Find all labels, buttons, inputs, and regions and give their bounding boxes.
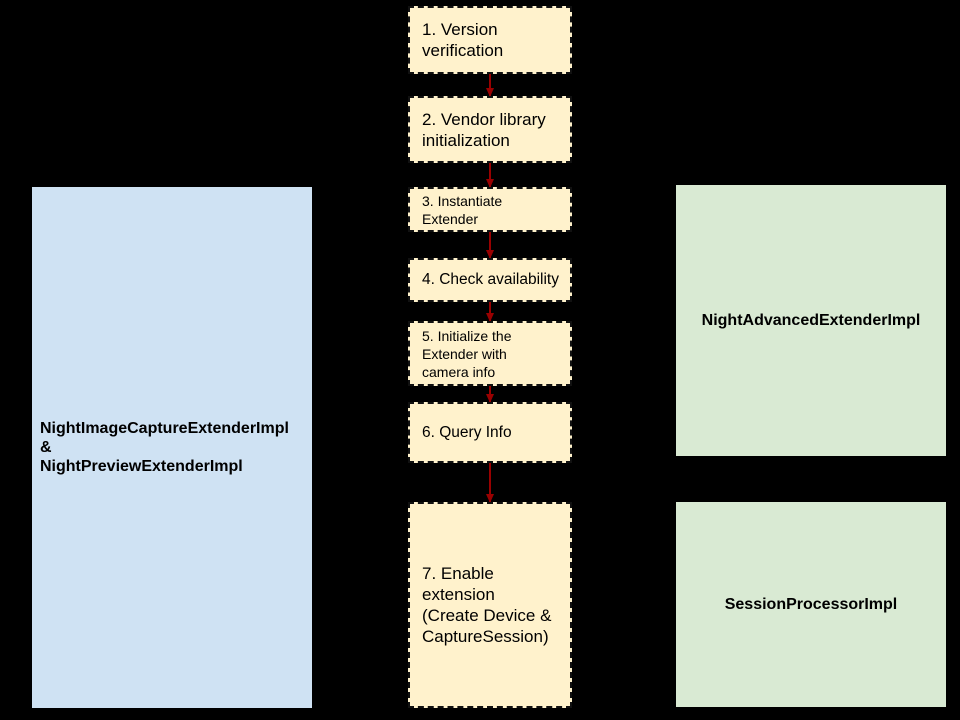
left-panel-night-capture-preview: NightImageCaptureExtenderImpl & NightPre… [32,187,312,708]
step-label: 7. Enable extension (Create Device & Cap… [422,564,552,646]
step-box-1-version-verification: 1. Version verification [408,6,572,74]
right-panel-bottom-label: SessionProcessorImpl [724,596,898,613]
step-label: 1. Version verification [422,20,504,60]
left-panel-label: NightImageCaptureExtenderImpl & NightPre… [40,420,289,475]
arrow-down-icon [485,232,494,259]
step-box-6-query-info: 6. Query Info [408,402,572,463]
step-box-7-enable-extension: 7. Enable extension (Create Device & Cap… [408,502,572,708]
arrow-down-icon [485,302,494,322]
step-box-5-initialize-extender: 5. Initialize the Extender with camera i… [408,321,572,386]
step-box-3-instantiate-extender: 3. Instantiate Extender [408,187,572,232]
arrow-down-icon [485,386,494,403]
step-label: 2. Vendor library initialization [422,109,546,150]
right-panel-night-advanced: NightAdvancedExtenderImpl [676,185,946,456]
arrow-down-icon [485,74,494,97]
step-label: 5. Initialize the Extender with camera i… [422,327,512,380]
arrow-down-icon [485,463,494,503]
step-label: 4. Check availability [422,271,559,288]
right-panel-top-label: NightAdvancedExtenderImpl [701,312,921,329]
step-box-4-check-availability: 4. Check availability [408,258,572,302]
step-label: 6. Query Info [422,423,512,441]
arrow-down-icon [485,163,494,188]
step-label: 3. Instantiate Extender [422,192,503,227]
step-box-2-vendor-library-init: 2. Vendor library initialization [408,96,572,163]
right-panel-session-processor: SessionProcessorImpl [676,502,946,707]
